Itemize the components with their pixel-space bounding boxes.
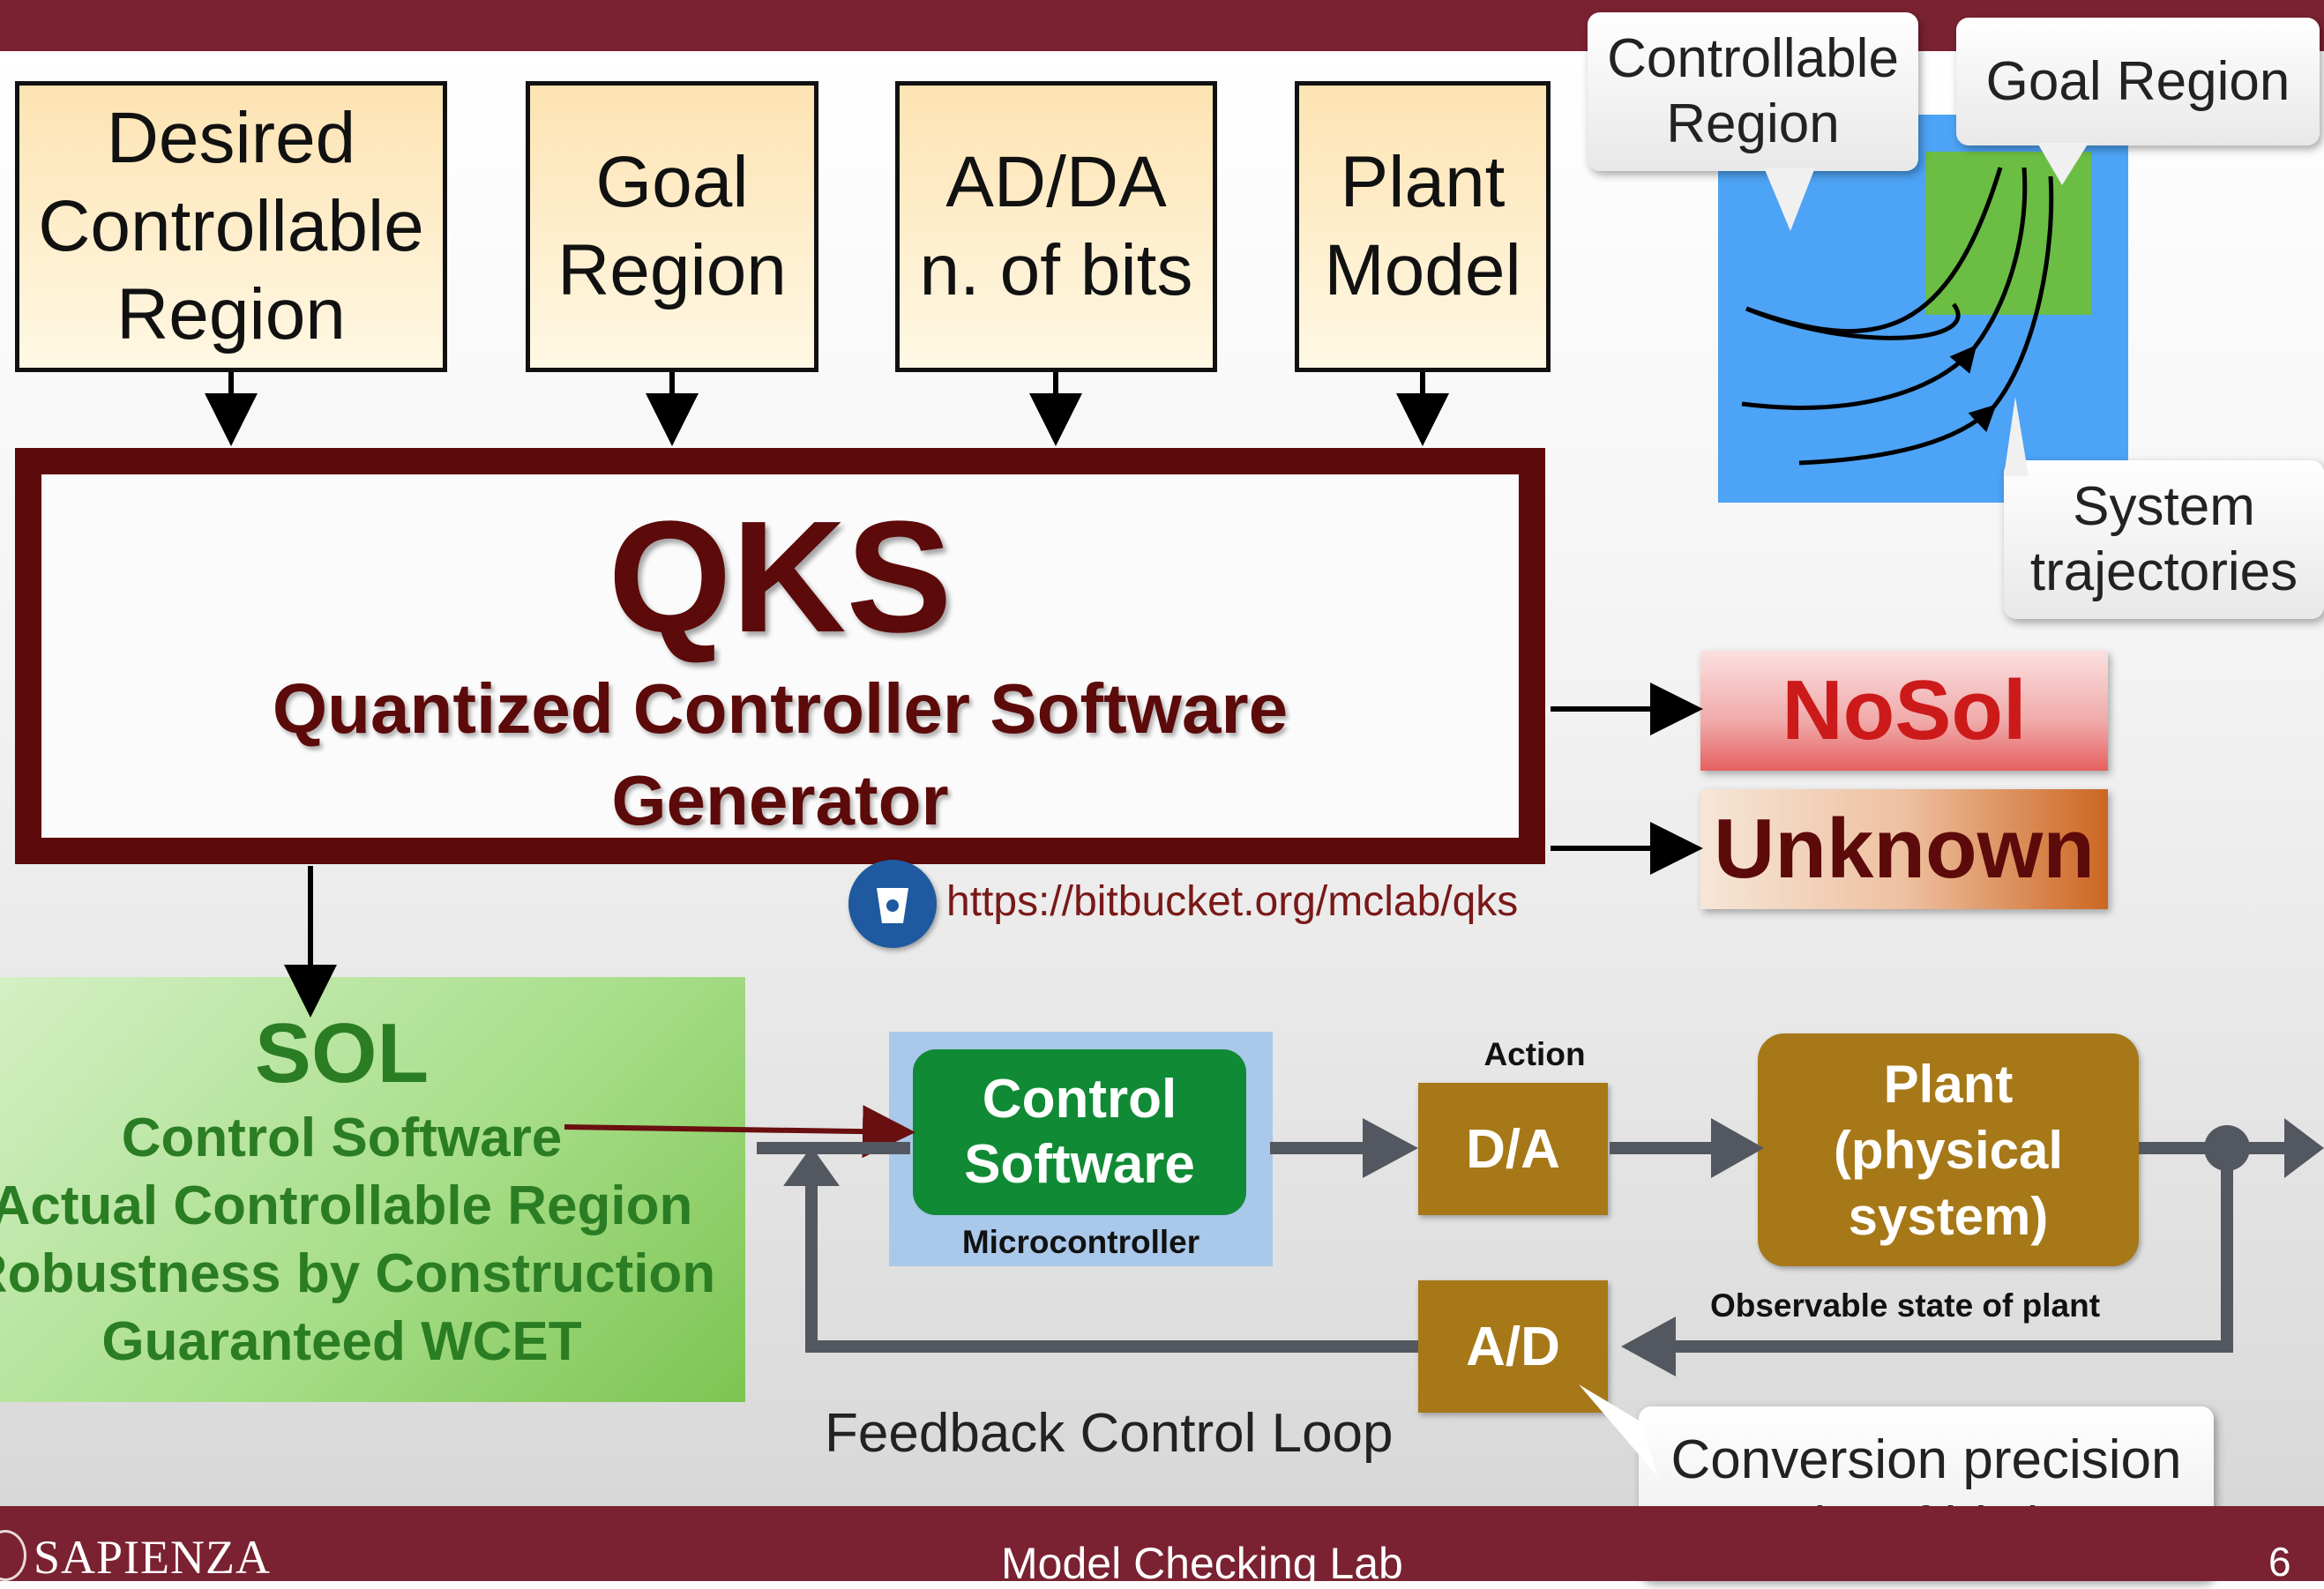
- footer-title: Model Checking Lab: [1001, 1539, 1403, 1588]
- ad-converter-block: A/D: [1418, 1280, 1608, 1413]
- callout-controllable-region: Controllable Region: [1588, 12, 1918, 171]
- input-desired-controllable-region: Desired Controllable Region: [15, 81, 447, 372]
- sol-details: Control Software Actual Controllable Reg…: [0, 1104, 833, 1376]
- sol-title: SOL: [254, 1006, 430, 1100]
- unknown-result: Unknown: [1700, 789, 2108, 909]
- control-software-block: Control Software: [913, 1049, 1246, 1215]
- da-converter-block: D/A: [1418, 1083, 1608, 1215]
- sol-line: Actual Controllable Region: [0, 1175, 693, 1236]
- action-label: Action: [1483, 1036, 1586, 1072]
- top-bar: [0, 0, 2324, 51]
- qks-title: QKS: [608, 489, 953, 666]
- nosol-result: NoSol: [1700, 651, 2108, 771]
- input-adda-bits: AD/DA n. of bits: [895, 81, 1217, 372]
- microcontroller-label: Microcontroller: [961, 1224, 1200, 1260]
- plant-block: Plant (physical system): [1758, 1033, 2139, 1266]
- qks-url-link[interactable]: https://bitbucket.org/mclab/qks: [946, 878, 1519, 925]
- qks-subtitle: Quantized Controller Software Generator: [272, 669, 1289, 839]
- sol-line: Robustness by Construction: [0, 1243, 716, 1304]
- page-number: 6: [2268, 1539, 2291, 1585]
- sol-line: Control Software: [121, 1108, 563, 1168]
- observable-state-label: Observable state of plant: [1709, 1287, 2101, 1324]
- footer-logo: SAPIENZA: [34, 1531, 272, 1584]
- input-plant-model: Plant Model: [1295, 81, 1551, 372]
- callout-goal-region: Goal Region: [1956, 18, 2320, 145]
- callout-system-trajectories: System trajectories: [2004, 460, 2324, 619]
- bitbucket-icon: [848, 860, 937, 948]
- input-goal-region: Goal Region: [526, 81, 818, 372]
- feedback-loop-caption: Feedback Control Loop: [825, 1403, 1394, 1464]
- qks-generator-box: [15, 448, 1545, 864]
- sol-box: [0, 977, 745, 1402]
- sol-line: Guaranteed WCET: [101, 1311, 582, 1372]
- footer-bar: [0, 1506, 2324, 1581]
